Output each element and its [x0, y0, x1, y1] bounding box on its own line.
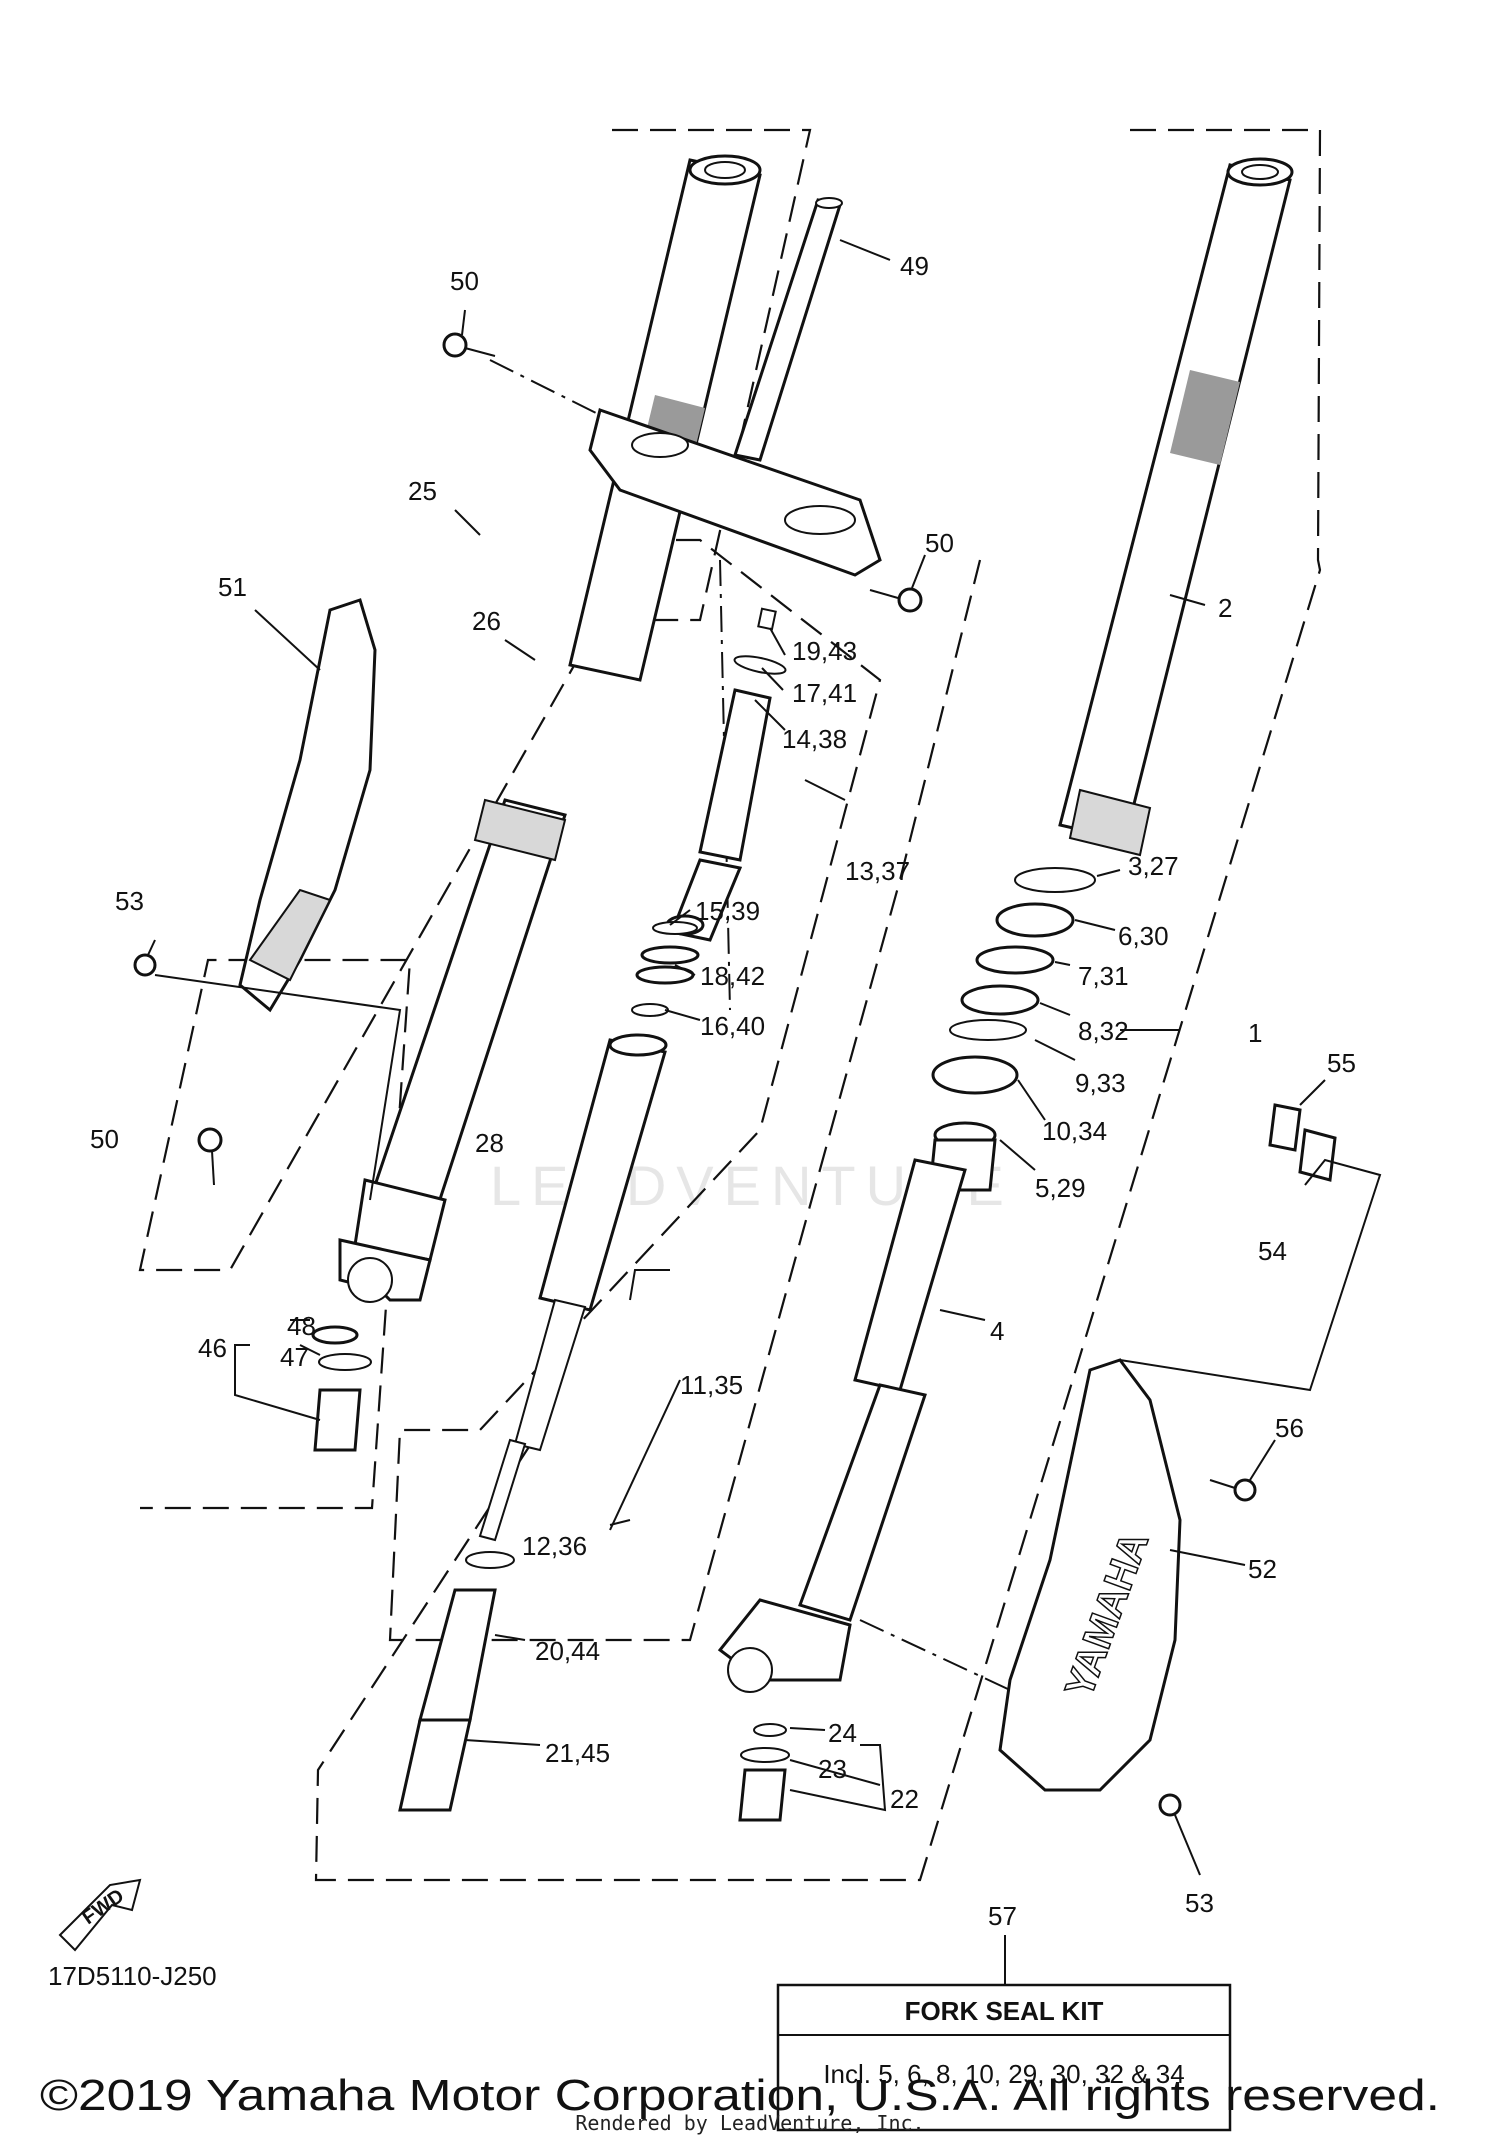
- part-label-53-right: 53: [1185, 1888, 1214, 1918]
- part-label-2: 2: [1218, 593, 1232, 623]
- part-label-50-left: 50: [90, 1124, 119, 1154]
- part-label-26: 26: [472, 606, 501, 636]
- part-label-46: 46: [198, 1333, 227, 1363]
- fork-guard-left: [238, 598, 377, 1013]
- inner-tube-right: [1058, 157, 1294, 857]
- part-label-18-42: 18,42: [700, 961, 765, 991]
- part-label-14-38: 14,38: [782, 724, 847, 754]
- part-label-47: 47: [280, 1342, 309, 1372]
- bolt-53-left: [133, 953, 157, 977]
- part-label-57: 57: [988, 1901, 1017, 1931]
- fwd-arrow-icon: FWD: [58, 1878, 142, 1952]
- part-label-24: 24: [828, 1718, 857, 1748]
- part-label-10-34: 10,34: [1042, 1116, 1107, 1146]
- part-label-21-45: 21,45: [545, 1738, 610, 1768]
- part-label-53-left: 53: [115, 886, 144, 916]
- part-label-20-44: 20,44: [535, 1636, 600, 1666]
- center-assembly-outline: [388, 538, 982, 1642]
- part-label-6-30: 6,30: [1118, 921, 1169, 951]
- fork-axis-right: [859, 1619, 1011, 1691]
- part-label-54: 54: [1258, 1236, 1287, 1266]
- center-spring-set: [398, 1551, 515, 1812]
- part-label-11-35: 11,35: [680, 1370, 743, 1400]
- kit-title: FORK SEAL KIT: [905, 1996, 1104, 2026]
- leader-lines: [147, 239, 1382, 1985]
- part-label-1: 1: [1248, 1018, 1262, 1048]
- kit-contents: Incl. 5, 6, 8, 10, 29, 30, 32 & 34: [823, 2059, 1184, 2089]
- steering-stem: [733, 197, 843, 462]
- part-label-23: 23: [818, 1754, 847, 1784]
- part-label-48: 48: [287, 1311, 316, 1341]
- copyright-notice: ©2019 Yamaha Motor Corporation, U.S.A. A…: [40, 2071, 1440, 2120]
- part-label-12-36: 12,36: [522, 1531, 587, 1561]
- bolt-50-right: [869, 587, 923, 613]
- drain-bolt-left: [311, 1325, 372, 1452]
- part-label-8-32: 8,32: [1078, 1016, 1129, 1046]
- part-label-28: 28: [475, 1128, 504, 1158]
- part-label-55: 55: [1327, 1048, 1356, 1078]
- part-label-4: 4: [990, 1316, 1004, 1346]
- part-label-13-37: 13,37: [845, 856, 910, 886]
- part-label-56: 56: [1275, 1413, 1304, 1443]
- part-label-50-top: 50: [450, 266, 479, 296]
- seal-stack-right: [928, 867, 1096, 1192]
- fork-axis-left: [489, 359, 611, 421]
- part-label-17-41: 17,41: [792, 678, 857, 708]
- part-label-52: 52: [1248, 1554, 1277, 1584]
- bolt-50-left: [197, 1127, 223, 1186]
- part-label-7-31: 7,31: [1078, 961, 1129, 991]
- part-label-22: 22: [890, 1784, 919, 1814]
- part-label-19-43: 19,43: [792, 636, 857, 666]
- part-label-15-39: 15,39: [695, 896, 760, 926]
- bolt-56: [1209, 1478, 1257, 1502]
- part-label-9-33: 9,33: [1075, 1068, 1126, 1098]
- clip-55: [1268, 1103, 1302, 1152]
- right-assembly-outline: [314, 128, 1322, 1882]
- diagram-code: 17D5110-J250: [48, 1961, 217, 1991]
- fork-axis-center: [719, 559, 731, 1011]
- part-label-25: 25: [408, 476, 437, 506]
- rendered-by-credit: Rendered by LeadVenture, Inc.: [575, 2111, 924, 2135]
- outer-tube-right: [717, 1158, 967, 1693]
- part-label-5-29: 5,29: [1035, 1173, 1086, 1203]
- part-label-16-40: 16,40: [700, 1011, 765, 1041]
- part-label-3-27: 3,27: [1128, 851, 1179, 881]
- damper-rod: [478, 1033, 668, 1542]
- part-label-51: 51: [218, 572, 247, 602]
- bolt-53-right: [1158, 1793, 1182, 1817]
- damper-cartridge: [631, 607, 787, 1017]
- drain-bolt-right: [738, 1723, 790, 1822]
- part-label-50-right: 50: [925, 528, 954, 558]
- outer-tube-left: [353, 798, 567, 1262]
- bolt-50-top: [442, 332, 496, 358]
- part-label-49: 49: [900, 251, 929, 281]
- axle-bracket-left: [338, 1238, 432, 1303]
- triple-clamp: [588, 408, 882, 577]
- fork-seal-kit-box: FORK SEAL KIT Incl. 5, 6, 8, 10, 29, 30,…: [776, 1983, 1232, 2132]
- fork-guard-right: YAMAHA: [998, 1358, 1182, 1792]
- clip-54: [1298, 1128, 1337, 1182]
